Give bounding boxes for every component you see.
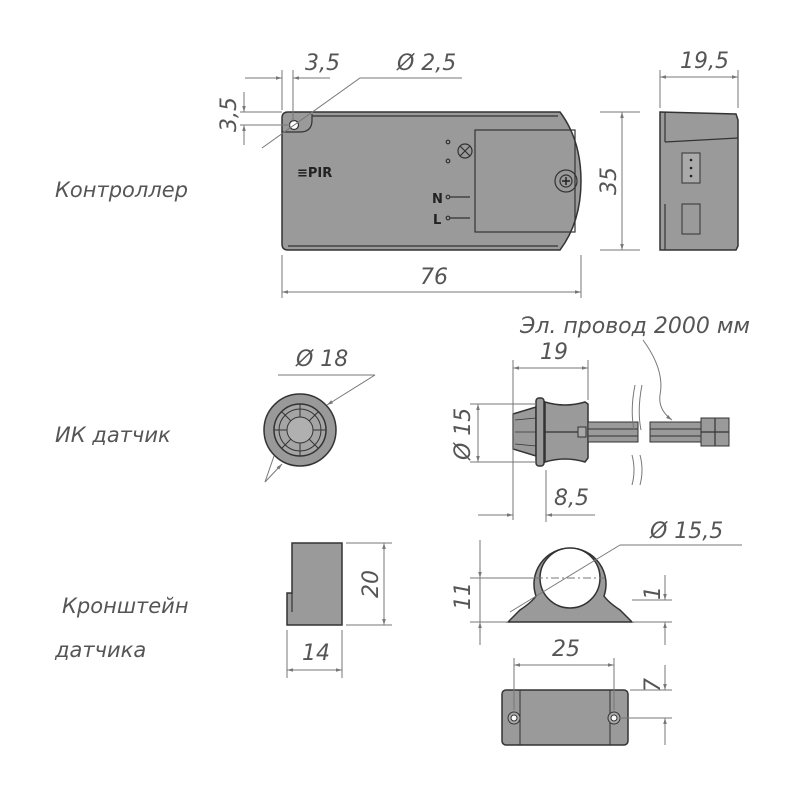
sensor-front-view xyxy=(263,393,337,467)
dim-flange-depth: 8,5 xyxy=(554,486,589,511)
screw-icon xyxy=(554,169,578,193)
dim-sensor-length: 19 xyxy=(540,340,568,365)
dim-ring-diameter: Ø 15,5 xyxy=(649,519,723,544)
label-controller: Контроллер xyxy=(55,178,188,202)
controller-dimensions: 3,5 Ø 2,5 3,5 19,5 35 76 xyxy=(217,49,739,298)
dim-depth: 19,5 xyxy=(680,49,729,74)
bracket-side-view xyxy=(286,542,343,626)
bracket-front-dimensions: Ø 15,5 11 1 xyxy=(451,519,742,645)
dim-hole-offset-x: 3,5 xyxy=(305,51,340,76)
terminal-n-label: N xyxy=(432,192,443,207)
dim-body-diameter: Ø 15 xyxy=(451,408,476,461)
wire-note: Эл. провод 2000 мм xyxy=(519,314,750,339)
controller-front-view: ≡PIR N L xyxy=(281,111,582,251)
dim-axis-height: 11 xyxy=(451,582,476,610)
dim-bracket-length: 25 xyxy=(552,637,580,662)
lamp-icon xyxy=(445,139,473,164)
bracket-side-dimensions: 20 14 xyxy=(286,542,392,678)
label-bracket-1: Кронштейн xyxy=(62,594,189,618)
label-bracket-2: датчика xyxy=(54,638,146,662)
dim-bracket-height: 20 xyxy=(359,570,384,598)
sensor-wire xyxy=(587,421,703,443)
dim-length: 76 xyxy=(420,265,448,290)
bracket-bottom-view xyxy=(501,689,629,746)
dim-hole-offset-y: 3,5 xyxy=(217,97,242,132)
controller-side-view xyxy=(659,111,739,251)
bracket-bottom-dimensions: 25 7 xyxy=(513,637,672,745)
dim-hole-diameter: Ø 2,5 xyxy=(396,51,456,76)
dim-bracket-depth: 7 xyxy=(641,678,666,692)
sensor-side-dimensions: Эл. провод 2000 мм 19 Ø 15 8,5 xyxy=(451,314,750,522)
label-ir-sensor: ИК датчик xyxy=(55,423,171,447)
dim-height: 35 xyxy=(597,167,622,195)
terminal-l-label: L xyxy=(433,213,441,228)
dim-bracket-width: 14 xyxy=(302,641,330,666)
sensor-side-view xyxy=(512,384,730,486)
dim-base-thickness: 1 xyxy=(641,586,666,600)
pir-marking: ≡PIR xyxy=(297,166,332,181)
bracket-front-view xyxy=(506,547,634,623)
dim-outer-diameter: Ø 18 xyxy=(295,347,348,372)
terminal-cover xyxy=(474,129,576,233)
sensor-front-dimensions: Ø 18 xyxy=(264,347,376,483)
